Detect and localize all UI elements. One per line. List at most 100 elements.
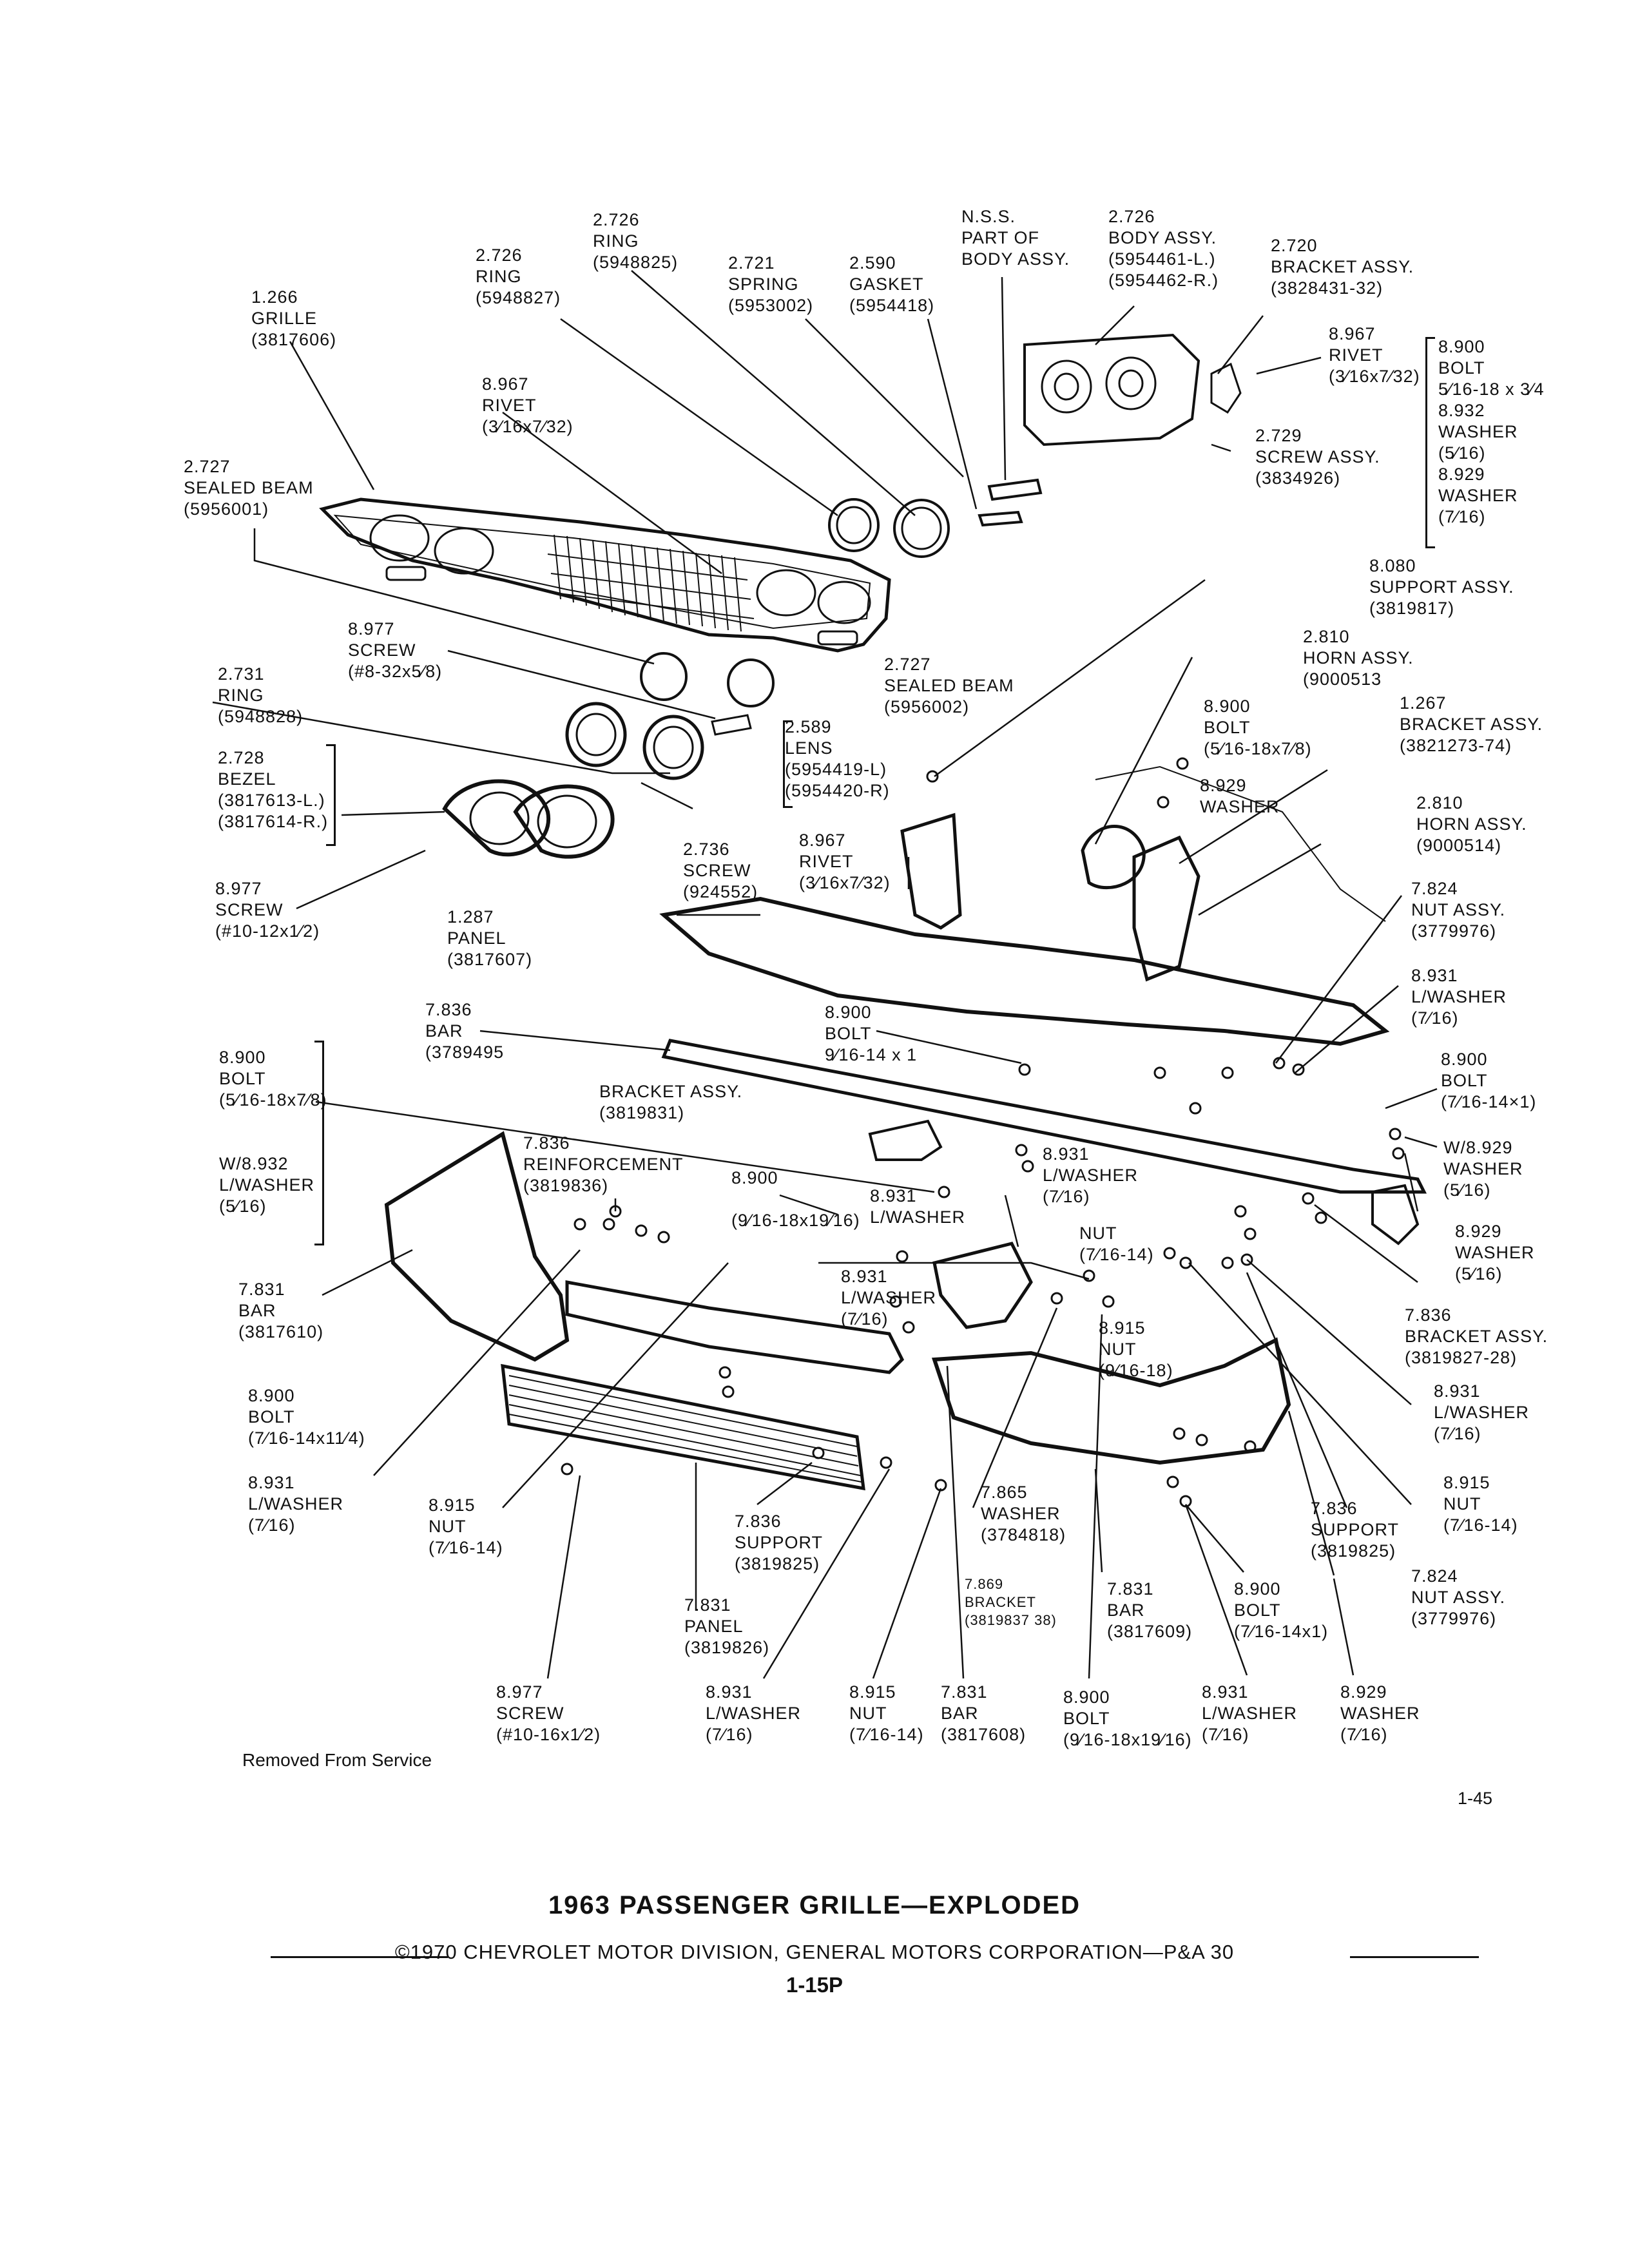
- callout-line: (7⁄16-14): [1443, 1515, 1518, 1535]
- callout-line: 2.590: [849, 253, 896, 273]
- callout-line: (7⁄16): [1411, 1008, 1459, 1028]
- callout-line: WASHER: [981, 1504, 1061, 1523]
- callout-line: (3817608): [941, 1725, 1027, 1744]
- callout-line: 8.900: [1234, 1579, 1281, 1599]
- grille-part: [319, 497, 891, 653]
- bar-3817609-part: [931, 1337, 1291, 1465]
- callout-line: 7.836: [735, 1512, 782, 1531]
- callout-line: 7.824: [1411, 879, 1458, 898]
- page-title: 1963 PASSENGER GRILLE—EXPLODED: [548, 1891, 1081, 1919]
- callout-line: BOLT: [1063, 1709, 1110, 1728]
- callout-line: 8.929: [1200, 776, 1247, 795]
- callout-line: (5⁄16): [219, 1196, 267, 1216]
- body-outline-sketch: [1095, 765, 1386, 922]
- callout-line: 7.836: [1405, 1305, 1452, 1325]
- callout-line: (5954418): [849, 296, 935, 315]
- callout-line: (3817614-R.): [218, 812, 329, 831]
- horn-9000513-part: [1081, 825, 1146, 890]
- callout-line: (5954461-L.): [1108, 249, 1216, 269]
- callout-line: SCREW: [496, 1704, 564, 1723]
- callout-line: 9⁄16-14 x 1: [825, 1045, 918, 1064]
- callout-line: 8.900: [219, 1048, 266, 1067]
- callout-line: (7⁄16): [1043, 1187, 1090, 1206]
- callout-line: BOLT: [1438, 358, 1485, 378]
- callout-line: 7.836: [1311, 1499, 1358, 1518]
- callout-line: BAR: [1107, 1600, 1145, 1620]
- callout-line: (9⁄16-18): [1099, 1361, 1173, 1380]
- callout-line: (3⁄16x7⁄32): [799, 873, 891, 892]
- callout-line: 8.967: [799, 831, 846, 850]
- callout-line: (9000513: [1303, 669, 1382, 689]
- callout-line: PART OF: [961, 228, 1040, 247]
- callout-line: (3834926): [1255, 468, 1341, 488]
- callout-line: (7⁄16): [1340, 1725, 1388, 1744]
- callout-line: 8.931: [870, 1186, 917, 1206]
- callout-line: HORN ASSY.: [1303, 648, 1414, 668]
- callout-line: (7⁄16): [1202, 1725, 1249, 1744]
- bracket-bezel: [326, 744, 336, 846]
- callout-line: BRACKET ASSY.: [1271, 257, 1414, 276]
- callout-line: [219, 1132, 327, 1153]
- callout-line: (7⁄16): [1438, 507, 1486, 526]
- callout-line: (5⁄16-18x7⁄8): [1204, 739, 1312, 758]
- callout-line: BOLT: [1234, 1600, 1281, 1620]
- bar-3789495-part: [661, 1039, 1427, 1194]
- callout-line: (3828431-32): [1271, 278, 1383, 298]
- callout-line: BODY ASSY.: [961, 249, 1070, 269]
- callout-line: (5954420-R): [785, 781, 890, 800]
- headlamp-body-assembly: [1023, 333, 1200, 447]
- callout-line: (3819831): [599, 1103, 685, 1122]
- callout-line: (7⁄16): [1434, 1424, 1481, 1443]
- bracket-assy-3819827-part: [1371, 1184, 1420, 1245]
- callout-line: (7⁄16): [841, 1309, 889, 1329]
- callout-line: L/WASHER: [219, 1175, 315, 1195]
- callout-line: 8.900: [1204, 697, 1251, 716]
- callout-line: (924552): [683, 882, 758, 901]
- callout-line: (7⁄16-14): [849, 1725, 924, 1744]
- callout-line: W/8.929: [1443, 1138, 1513, 1157]
- callout-line: 7.831: [1107, 1579, 1154, 1599]
- callout-line: PANEL: [447, 928, 506, 948]
- callout-line: (5⁄16-18x7⁄8): [219, 1090, 327, 1110]
- page-code: 1-15P: [786, 1973, 843, 1997]
- callout-line: 7.869: [965, 1576, 1004, 1592]
- callout-line: (#10-16x1⁄2): [496, 1725, 601, 1744]
- callout-line: (3817607): [447, 950, 533, 969]
- callout-line: NUT: [849, 1704, 887, 1723]
- ring-parts-top: [828, 498, 950, 558]
- callout-line: WASHER: [1438, 422, 1518, 441]
- callout-line: SUPPORT: [1311, 1520, 1400, 1539]
- callout-line: 2.727: [184, 457, 231, 476]
- callout-line: (3819827-28): [1405, 1348, 1518, 1367]
- callout-line: BOLT: [825, 1024, 872, 1043]
- callout-line: BRACKET ASSY.: [599, 1082, 743, 1101]
- callout-line: 8.977: [215, 879, 262, 898]
- callout-line: (7⁄16-14x11⁄4): [248, 1428, 365, 1448]
- callout-line: BODY ASSY.: [1108, 228, 1217, 247]
- callout-line: 2.721: [728, 253, 775, 273]
- callout-line: GRILLE: [251, 309, 318, 328]
- callout-line: 1.266: [251, 287, 298, 307]
- callout-line: PANEL: [684, 1617, 744, 1636]
- callout-line: NUT: [429, 1517, 467, 1536]
- callout-line: [731, 1189, 860, 1210]
- callout-line: (5953002): [728, 296, 814, 315]
- callout-line: 8.977: [496, 1682, 543, 1702]
